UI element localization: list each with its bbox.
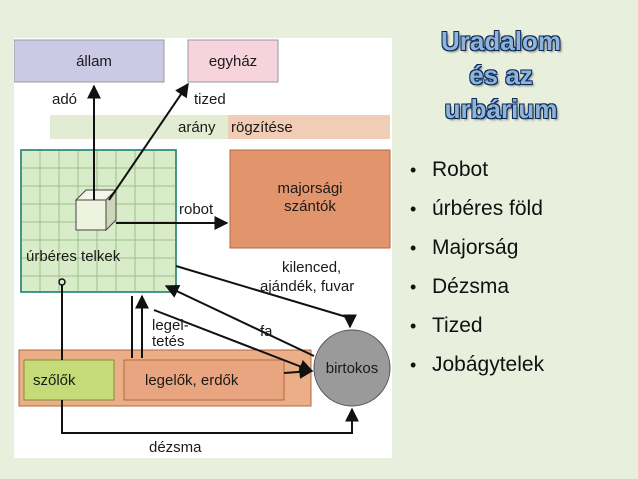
bullet-list: • Robot • úrbéres föld • Majorság • Dézsma •… [410, 150, 544, 384]
bullet-item: • Dézsma [410, 267, 544, 306]
bullet-text: Dézsma [432, 275, 510, 298]
title-line-2: és az [469, 60, 533, 90]
egyhaz-label: egyház [209, 53, 257, 70]
ajandek-label: ajándék, fuvar [260, 278, 354, 295]
title-line-1: Uradalom [441, 26, 561, 56]
allam-box [14, 39, 165, 83]
kilenced-arrow [175, 265, 357, 329]
robot-label: robot [179, 201, 214, 218]
tized-arrow [108, 82, 189, 201]
arany-label: arány [178, 119, 216, 136]
birtokos-label: birtokos [326, 360, 379, 377]
allam-label: állam [76, 53, 112, 70]
legelok-to-birtokos-arrow [283, 364, 314, 379]
bullet-text: úrbéres föld [432, 197, 543, 220]
ratio-band-highlight [228, 115, 390, 139]
majorsagi-label: majorsági [277, 180, 342, 197]
urberes-telkek-label: úrbéres telkek [26, 248, 121, 265]
bullet-dot-icon: • [410, 160, 417, 180]
tized-label: tized [194, 91, 226, 108]
szantok-label: szántók [284, 198, 336, 215]
bullet-item: • Majorság [410, 228, 544, 267]
birtokos-circle [313, 329, 391, 407]
birtokos-to-telkek-arrow [164, 285, 315, 357]
urberes-telkek-box-border [20, 149, 177, 293]
majorsagi-szantok-box [229, 149, 391, 249]
bullet-item: • Jobágytelek [410, 345, 544, 384]
szolok-box [23, 359, 115, 401]
bullet-text: Tized [432, 314, 483, 337]
dezsma-label: dézsma [149, 439, 202, 456]
legel-label: legel- [152, 317, 189, 334]
ado-label: adó [52, 91, 77, 108]
rogzitese-label: rögzítése [231, 119, 293, 136]
tetes-label: tetés [152, 333, 185, 350]
urberes-telkek-grid [21, 150, 176, 292]
slide-title: Uradalom és az urbárium [408, 24, 594, 126]
legelok-box [123, 359, 285, 401]
legelok-label: legelők, erdők [145, 372, 239, 389]
bullet-dot-icon: • [410, 277, 417, 297]
bullet-text: Jobágytelek [432, 353, 545, 376]
diagram-panel: állam egyház arány rögzítése [14, 38, 392, 458]
bullet-item: • Tized [410, 306, 544, 345]
fa-label: fa [260, 323, 273, 340]
dezsma-arrow [61, 400, 359, 434]
egyhaz-box [187, 39, 279, 83]
bullet-item: • Robot [410, 150, 544, 189]
bullet-text: Robot [432, 158, 489, 181]
title-line-3: urbárium [444, 94, 558, 124]
szolok-label: szőlők [33, 372, 76, 389]
bullet-dot-icon: • [410, 355, 417, 375]
bullet-dot-icon: • [410, 238, 417, 258]
homestead-cube [74, 188, 118, 232]
bullet-dot-icon: • [410, 316, 417, 336]
bullet-item: • úrbéres föld [410, 189, 544, 228]
bullet-text: Majorság [432, 236, 519, 259]
fa-arrow [153, 309, 314, 373]
bullet-dot-icon: • [410, 199, 417, 219]
feudal-economy-diagram: állam egyház arány rögzítése [14, 39, 391, 456]
kilenced-label: kilenced, [282, 259, 341, 276]
